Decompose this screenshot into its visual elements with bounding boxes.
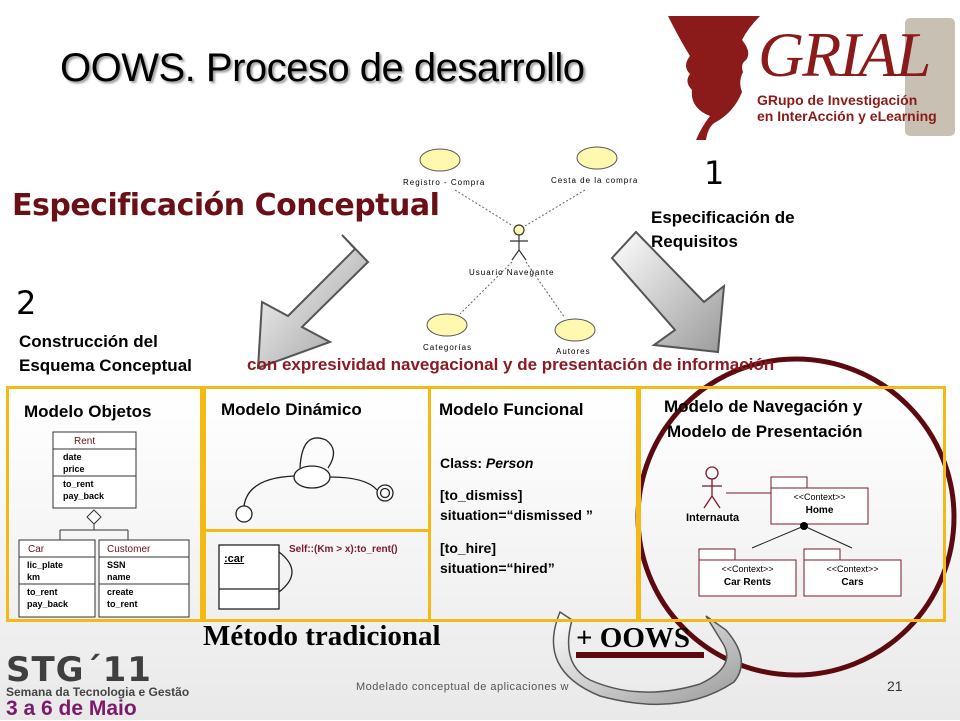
car-rents-context: Car Rents <box>723 577 772 588</box>
internauta-actor-icon <box>702 466 722 509</box>
subtitle-text: con expresividad navegacional y de prese… <box>247 355 775 374</box>
class-rent-op: to_rent <box>63 479 94 489</box>
step2-number: 2 <box>16 284 37 322</box>
stg-subtitle: Semana da Tecnologia e Gestão <box>6 685 190 699</box>
step1-label-line1: Especificación de <box>651 208 795 227</box>
right-big-arrow <box>610 230 726 354</box>
modelo-dinamico-title: Modelo Dinámico <box>221 400 362 419</box>
grial-logo-icon <box>668 16 955 140</box>
step1-number: 1 <box>704 154 725 192</box>
slide-title: OOWS. Proceso de desarrollo <box>60 46 585 90</box>
class-car-name: Car <box>28 544 45 555</box>
class-car-attr: km <box>27 572 41 582</box>
modelo-dinamico-lower-box <box>203 529 431 622</box>
class-rent-op: pay_back <box>63 491 105 501</box>
use-case-autores <box>554 318 596 342</box>
stg-dates: 3 a 6 de Maio <box>6 697 137 720</box>
func-rule2-event: [to_hire] <box>440 540 496 556</box>
state-object-label: :car <box>224 553 245 565</box>
car-rents-stereotype: <<Context>> <box>721 564 774 574</box>
page-number: 21 <box>887 678 903 694</box>
step2-label-line1: Construcción del <box>19 332 158 351</box>
func-class-name: Person <box>485 455 534 471</box>
oows-underline <box>576 652 704 658</box>
class-rent-attr: date <box>63 452 82 462</box>
navigation-diagram <box>698 476 902 597</box>
footer-text: Modelado conceptual de aplicaciones w <box>356 681 569 693</box>
modelo-funcional-box <box>428 386 639 622</box>
class-car-op: to_rent <box>27 587 58 597</box>
step1-label-line2: Requisitos <box>651 232 738 251</box>
cars-stereotype: <<Context>> <box>826 564 879 574</box>
use-case-categorias <box>426 313 468 337</box>
func-rule2-value: situation=“hired” <box>440 560 555 576</box>
class-car-attr: lic_plate <box>27 560 64 570</box>
modelo-navegacion-title-line1: Modelo de Navegación y <box>664 397 863 416</box>
modelo-objetos-title: Modelo Objetos <box>24 402 152 421</box>
step2-label-line2: Esquema Conceptual <box>19 356 192 375</box>
uml-class-diagram <box>18 431 190 618</box>
use-case-registro <box>419 148 461 172</box>
internauta-label: Internauta <box>686 512 740 524</box>
class-customer-attr: name <box>107 572 131 582</box>
class-car-op: pay_back <box>27 599 69 609</box>
curved-arrow-icon <box>552 610 743 706</box>
state-trigger-label: Self::(Km > x):to_rent() <box>289 544 398 555</box>
func-rule1-value: situation=“dismissed ” <box>440 507 593 523</box>
class-customer-op: create <box>107 587 134 597</box>
class-customer-op: to_rent <box>107 599 138 609</box>
use-case-cesta-label: Cesta de la compra <box>551 176 639 185</box>
class-customer-attr: SSN <box>107 560 126 570</box>
func-rule1-event: [to_dismiss] <box>440 487 523 503</box>
use-case-registro-label: Registro - Compra <box>403 178 486 187</box>
state-machine <box>218 437 394 610</box>
class-rent-attr: price <box>63 464 85 474</box>
modelo-navegacion-box <box>638 386 946 622</box>
use-case-autores-label: Autores <box>556 347 591 356</box>
metodo-tradicional-label: Método tradicional <box>203 620 441 652</box>
grial-line2: en InterAcción y eLearning <box>757 108 937 124</box>
use-case-usuario-label: Usuario Navegante <box>469 268 555 277</box>
navigation-root-dot <box>800 522 808 530</box>
modelo-funcional-title: Modelo Funcional <box>439 400 584 419</box>
class-customer-name: Customer <box>107 544 151 555</box>
grial-logo-text: GRIAL <box>758 19 931 90</box>
oows-label: OOWS <box>599 622 691 654</box>
stg-logo: STG´11 <box>6 650 152 690</box>
cars-context: Cars <box>841 577 864 588</box>
section-heading: Especificación Conceptual <box>12 188 440 223</box>
func-class-label: Class: <box>440 455 486 471</box>
usuario-actor-icon <box>510 224 528 261</box>
modelo-navegacion-title-line2: Modelo de Presentación <box>667 422 863 441</box>
use-case-cesta <box>576 146 618 170</box>
modelo-objetos-box <box>6 386 203 622</box>
grial-line1: GRupo de Investigación <box>757 92 918 108</box>
plus-sign: + <box>576 622 593 654</box>
use-case-categorias-label: Categorías <box>423 343 473 352</box>
class-rent-name: Rent <box>74 436 96 447</box>
home-context: Home <box>805 505 834 516</box>
left-big-arrow <box>256 234 370 370</box>
home-stereotype: <<Context>> <box>793 492 846 502</box>
